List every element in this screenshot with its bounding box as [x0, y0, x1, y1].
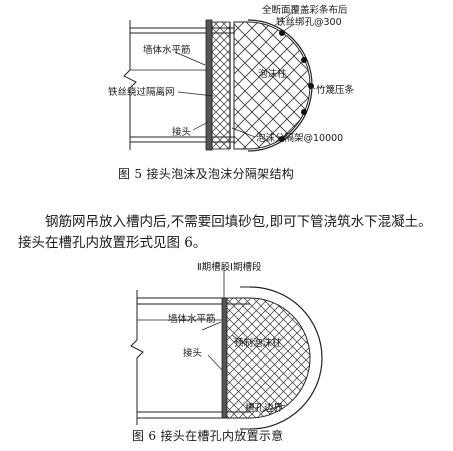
- figure-6-caption: 图 6 接头在槽孔内放置示意: [132, 429, 284, 443]
- fig5-label-wall-rebar: 墙体水平筋: [143, 44, 191, 56]
- fig6-structure: [130, 264, 323, 430]
- fig6-label-slot-boundary: 槽孔边界: [245, 402, 284, 414]
- fig6-label-prefab-foam: 预制泡沫柱: [234, 337, 282, 349]
- figure-5-caption: 图 5 接头泡沫及泡沫分隔架结构: [118, 167, 295, 181]
- fig5-label-foam-column: 泡沫柱: [258, 68, 287, 80]
- fig5-label-wire-bind: 铁丝绑孔@300: [276, 16, 342, 28]
- fig5-label-bamboo: 竹篾压条: [316, 84, 355, 96]
- fig5-label-foam-divider: 泡沫分隔架@10000: [256, 132, 343, 144]
- fig5-label-full-cover: 全断面覆盖彩条布后: [262, 4, 348, 16]
- fig6-label-joint: 接头: [183, 347, 202, 359]
- fig5-label-wire-isolation: 铁丝绕过隔离网: [108, 86, 175, 98]
- fig6-label-wall-rebar: 墙体水平筋: [168, 313, 216, 325]
- body-paragraph: 钢筋网吊放入槽内后,不需要回填砂包,即可下管浇筑水下混凝土。接头在槽孔内放置形式…: [18, 214, 432, 251]
- fig5-label-joint: 接头: [172, 126, 191, 138]
- fig6-label-slot-sections: Ⅱ期槽段Ⅰ期槽段: [197, 261, 262, 273]
- fig5-structure: [123, 11, 316, 152]
